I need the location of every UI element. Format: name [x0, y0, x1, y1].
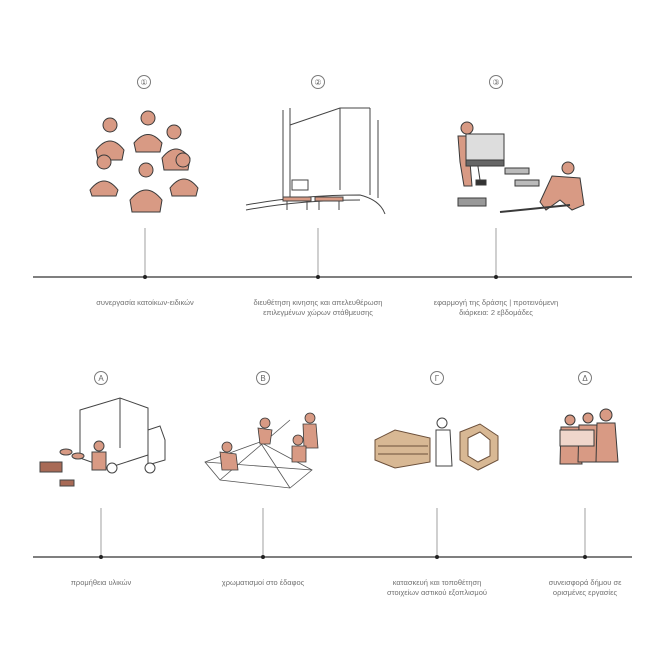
- dot-1: [143, 275, 147, 279]
- stage-a-caption: προμήθεια υλικών: [70, 578, 132, 587]
- dot-c: [435, 555, 439, 559]
- dot-3: [494, 275, 498, 279]
- dot-a: [99, 555, 103, 559]
- illustration-street: [245, 107, 386, 215]
- stage-b-caption: χρωματισμοί στο έδαφος: [221, 578, 305, 587]
- dot-b: [261, 555, 265, 559]
- stage-c-marker: Γ: [430, 371, 444, 385]
- dot-2: [316, 275, 320, 279]
- stage-a-marker: Α: [94, 371, 108, 385]
- stage-1-caption: συνεργασία κατοίκων-ειδικών: [96, 298, 194, 307]
- illustration-meeting: [89, 110, 199, 213]
- stage-b-marker: Β: [256, 371, 270, 385]
- illustration-truck: [39, 397, 166, 487]
- stage-d-caption: συνεισφορά δήμου σε ορισμένες εργασίες: [548, 578, 622, 597]
- illustration-pallets: [374, 417, 499, 471]
- stage-3-marker: ③: [489, 75, 503, 89]
- stage-2-marker: ②: [311, 75, 325, 89]
- illustration-ground-painting: [204, 412, 319, 489]
- stage-1-marker: ①: [137, 75, 151, 89]
- illustration-workers-construction: [457, 121, 585, 213]
- illustration-municipal-workers: [559, 408, 619, 465]
- dot-d: [583, 555, 587, 559]
- stage-2-caption: διευθέτηση κινησης και απελευθέρωση επιλ…: [253, 298, 383, 317]
- stage-d-marker: Δ: [578, 371, 592, 385]
- stage-c-caption: κατασκευή και τοποθέτηση στοιχείων αστικ…: [387, 578, 487, 597]
- stage-3-caption: εφαρμογή της δράσης | προτεινόμενη διάρκ…: [433, 298, 559, 317]
